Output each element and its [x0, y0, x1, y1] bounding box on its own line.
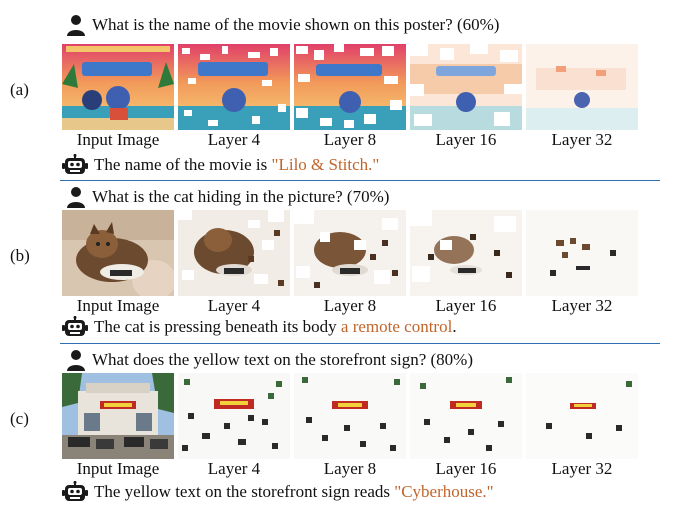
image-label: Layer 8: [323, 459, 377, 478]
panel-a: What is the name of the movie shown on t…: [0, 0, 689, 180]
layer-8-image: [294, 210, 406, 296]
answer-row: The yellow text on the storefront sign r…: [62, 481, 494, 503]
layer-8-image: [294, 373, 406, 459]
section-divider: [60, 180, 660, 181]
image-label: Input Image: [76, 130, 160, 149]
answer-prefix: The cat is pressing beneath its body: [94, 317, 341, 336]
image-label: Layer 4: [207, 296, 261, 315]
image-label: Layer 32: [551, 459, 613, 478]
question-text: What is the cat hiding in the picture? (…: [92, 187, 390, 206]
image-label: Layer 4: [207, 459, 261, 478]
layer-32-image: [526, 210, 638, 296]
section-divider: [60, 343, 660, 344]
answer-text: The yellow text on the storefront sign r…: [94, 482, 494, 502]
image-label: Input Image: [76, 459, 160, 478]
layer-32-image: [526, 44, 638, 130]
question-row: What is the name of the movie shown on t…: [66, 14, 499, 36]
question-text: What does the yellow text on the storefr…: [92, 350, 473, 369]
answer-row: The cat is pressing beneath its body a r…: [62, 316, 457, 338]
panel-label: (a): [10, 80, 29, 99]
robot-icon: [62, 316, 88, 338]
user-icon: [66, 349, 86, 371]
answer-highlight: "Lilo & Stitch.": [271, 155, 380, 174]
image-label: Layer 4: [207, 130, 261, 149]
answer-highlight: "Cyberhouse.": [394, 482, 494, 501]
panel-label: (b): [10, 246, 30, 265]
answer-text: The name of the movie is "Lilo & Stitch.…: [94, 155, 379, 175]
image-label: Layer 16: [435, 459, 497, 478]
image-label: Layer 8: [323, 130, 377, 149]
user-icon: [66, 14, 86, 36]
question-text: What is the name of the movie shown on t…: [92, 15, 500, 34]
answer-suffix: .: [452, 317, 457, 336]
answer-row: The name of the movie is "Lilo & Stitch.…: [62, 154, 379, 176]
image-label: Layer 32: [551, 296, 613, 315]
layer-4-image: [178, 210, 290, 296]
answer-prefix: The name of the movie is: [94, 155, 272, 174]
image-label: Input Image: [76, 296, 160, 315]
image-label: Layer 8: [323, 296, 377, 315]
layer-16-image: [410, 44, 522, 130]
answer-prefix: The yellow text on the storefront sign r…: [94, 482, 395, 501]
layer-16-image: [410, 210, 522, 296]
image-label: Layer 32: [551, 130, 613, 149]
answer-highlight: a remote control: [340, 317, 453, 336]
layer-8-image: [294, 44, 406, 130]
input-image: [62, 210, 174, 296]
robot-icon: [62, 481, 88, 503]
panel-c: What does the yellow text on the storefr…: [0, 343, 689, 509]
answer-text: The cat is pressing beneath its body a r…: [94, 317, 457, 337]
question-row: What does the yellow text on the storefr…: [66, 349, 473, 371]
image-label: Layer 16: [435, 130, 497, 149]
layer-4-image: [178, 373, 290, 459]
layer-32-image: [526, 373, 638, 459]
input-image: [62, 373, 174, 459]
robot-icon: [62, 154, 88, 176]
user-icon: [66, 186, 86, 208]
layer-16-image: [410, 373, 522, 459]
panel-b: What is the cat hiding in the picture? (…: [0, 180, 689, 342]
input-image: [62, 44, 174, 130]
panel-label: (c): [10, 409, 29, 428]
image-label: Layer 16: [435, 296, 497, 315]
layer-4-image: [178, 44, 290, 130]
question-row: What is the cat hiding in the picture? (…: [66, 186, 389, 208]
